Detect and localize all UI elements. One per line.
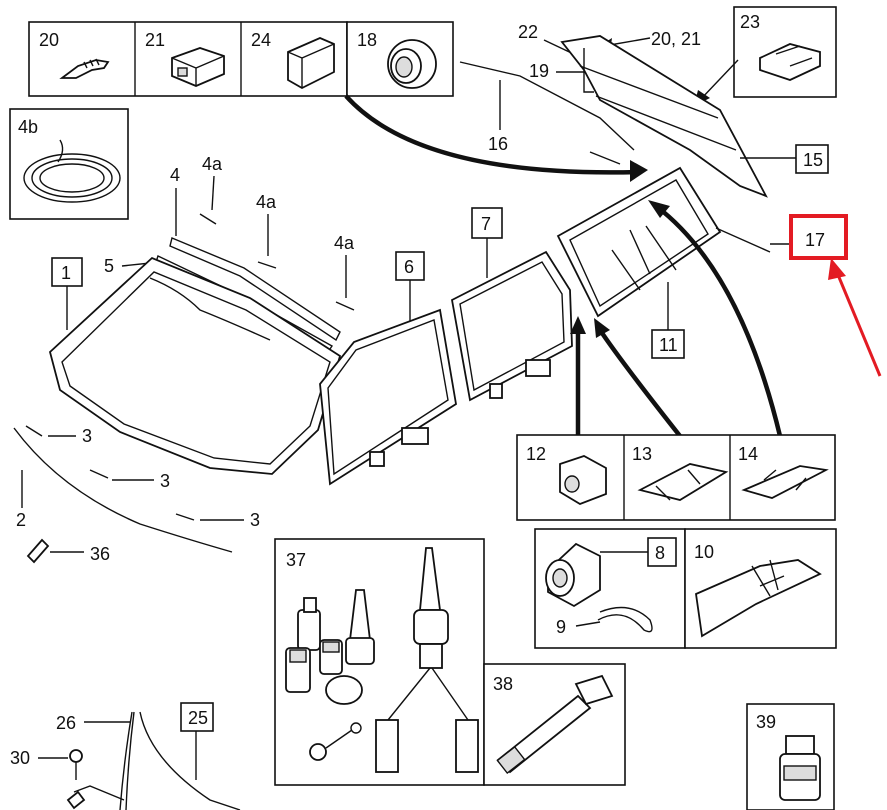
side-window-group: 11 17 <box>556 166 882 377</box>
label-13: 13 <box>632 444 652 464</box>
label-38: 38 <box>493 674 513 694</box>
label-4b: 4b <box>18 117 38 137</box>
label-4: 4 <box>170 165 180 185</box>
label-3-2: 3 <box>160 471 170 491</box>
bottle-39: 39 <box>746 703 835 810</box>
label-15: 15 <box>803 150 823 170</box>
moulding-strip-16: 16 <box>459 61 635 165</box>
label-30: 30 <box>10 748 30 768</box>
label-16: 16 <box>488 134 508 154</box>
label-39: 39 <box>756 712 776 732</box>
label-17: 17 <box>805 230 825 250</box>
door-glass-group: 6 7 <box>319 207 573 486</box>
label-3-1: 3 <box>82 426 92 446</box>
bracket-part-10 <box>695 559 822 638</box>
label-12: 12 <box>526 444 546 464</box>
label-20: 20 <box>39 30 59 50</box>
seal-coil-4b: 4b <box>9 108 129 220</box>
clip-part-23 <box>759 43 821 81</box>
label-23: 23 <box>740 12 760 32</box>
label-4a-1: 4a <box>202 154 223 174</box>
label-37: 37 <box>286 550 306 570</box>
windscreen-group: 4 4a 4a 4a 5 1 <box>48 154 355 475</box>
label-22: 22 <box>518 22 538 42</box>
label-24: 24 <box>251 30 271 50</box>
arrow-14 <box>654 204 783 437</box>
label-21: 21 <box>145 30 165 50</box>
label-1: 1 <box>61 263 71 283</box>
grommet-part-18 <box>387 39 437 89</box>
pillar-group: 26 25 30 <box>10 702 241 810</box>
highlight-box-17 <box>789 214 848 260</box>
label-9: 9 <box>556 617 566 637</box>
label-20-21: 20, 21 <box>651 29 701 49</box>
clip-boxes-8-10: 8 9 10 <box>534 528 837 649</box>
arrow-top-to-rear <box>344 94 641 175</box>
label-3-3: 3 <box>250 510 260 530</box>
clip-boxes-12-14: 12 13 14 <box>516 434 836 521</box>
label-10: 10 <box>694 542 714 562</box>
rear-window-group: 22 20, 21 19 23 15 <box>518 6 837 198</box>
top-parts-row: 20 21 24 18 <box>28 21 454 97</box>
label-4a-3: 4a <box>334 233 355 253</box>
connector-part-21 <box>171 47 225 87</box>
label-6: 6 <box>404 257 414 277</box>
label-18: 18 <box>357 30 377 50</box>
clip-part-20 <box>59 58 110 79</box>
label-2: 2 <box>16 510 26 530</box>
red-arrow-icon <box>828 258 882 377</box>
label-25: 25 <box>188 708 208 728</box>
primer-tube-38: 38 <box>483 663 626 786</box>
adhesive-kit-37: 37 <box>274 538 485 786</box>
label-36: 36 <box>90 544 110 564</box>
label-26: 26 <box>56 713 76 733</box>
label-7: 7 <box>481 214 491 234</box>
roller-part-8 <box>545 542 601 608</box>
lower-mouldings: 3 3 3 2 36 <box>13 425 260 564</box>
label-8: 8 <box>655 543 665 563</box>
label-11: 11 <box>659 335 678 355</box>
block-part-24 <box>287 37 335 90</box>
label-4a-2: 4a <box>256 192 277 212</box>
label-14: 14 <box>738 444 758 464</box>
label-5: 5 <box>104 256 114 276</box>
label-19: 19 <box>529 61 549 81</box>
arrow-13 <box>598 328 682 438</box>
